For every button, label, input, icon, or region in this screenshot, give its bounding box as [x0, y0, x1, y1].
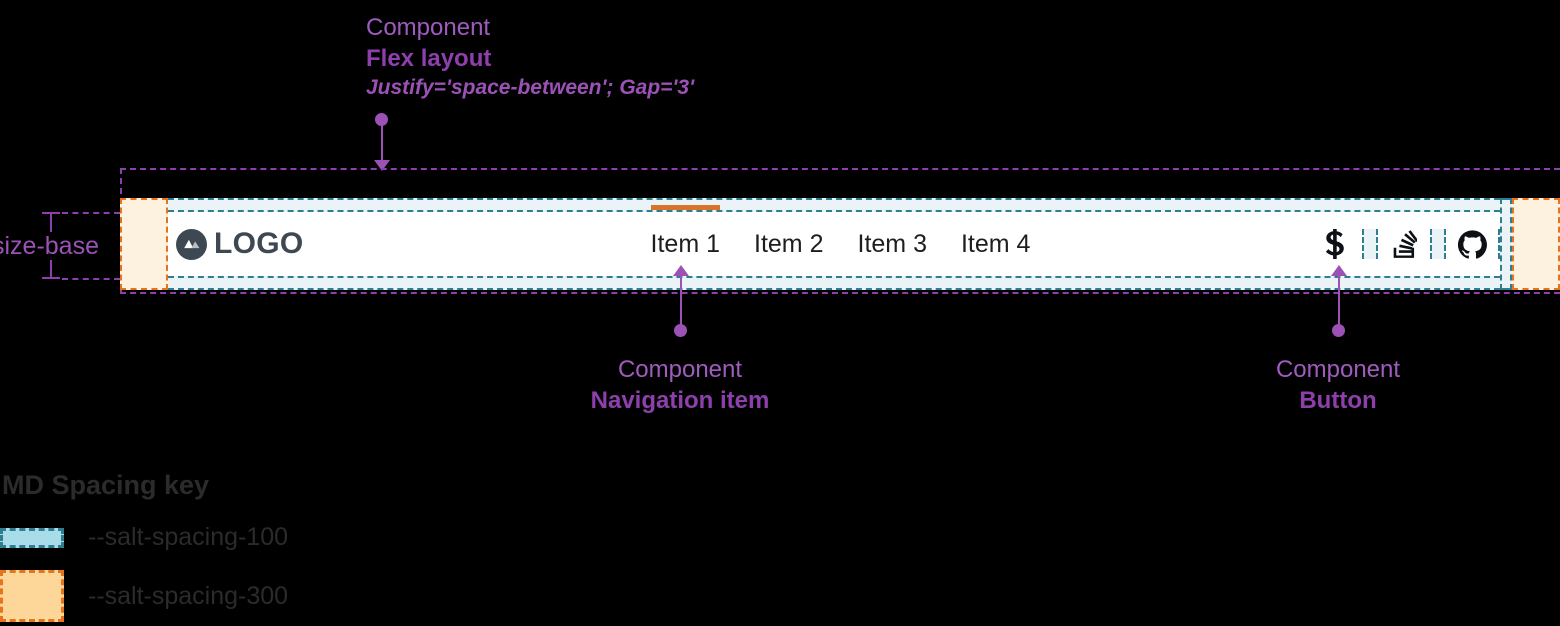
leader-dot-navigation-item: [674, 324, 687, 337]
annotation-navigation-item-name: Navigation item: [590, 387, 770, 415]
size-base-bottom-tick: [50, 260, 52, 279]
leader-line-navigation-item: [680, 276, 682, 327]
size-base-top-cap: [42, 212, 60, 214]
annotation-navigation-item: Component Navigation item: [511, 354, 849, 416]
logo-text: LOGO: [214, 227, 304, 260]
size-base-bottom-cap: [42, 277, 60, 279]
leader-arrow-navigation-item: [673, 265, 689, 276]
spacing-100-action-gap-2: [1432, 229, 1444, 259]
spacing-300-left-pad: [120, 198, 168, 290]
spacing-100-right-edge-gap: [1500, 198, 1512, 290]
leader-line-button: [1338, 276, 1340, 327]
annotation-button-name: Button: [1299, 387, 1377, 415]
leader-dot-button: [1332, 324, 1345, 337]
annotation-button-kind: Component: [1275, 356, 1401, 383]
mountain-logo-icon: [176, 228, 207, 260]
navbar-actions: [1308, 229, 1500, 259]
github-button[interactable]: [1444, 229, 1500, 259]
spacing-key-legend: MD Spacing key --salt-spacing-100 --salt…: [0, 470, 288, 622]
navbar: LOGO Item 1 Item 2 Item 3 Item 4: [120, 198, 1560, 290]
nav-item-4[interactable]: Item 4: [960, 229, 1031, 258]
legend-title: MD Spacing key: [2, 470, 210, 500]
navbar-row: LOGO Item 1 Item 2 Item 3 Item 4: [168, 204, 1500, 276]
annotation-flex-layout-kind: Component: [366, 14, 491, 41]
spacing-300-right-pad: [1512, 198, 1560, 290]
spacing-100-bottom-band: [168, 276, 1500, 288]
annotation-navigation-item-kind: Component: [617, 356, 743, 383]
leader-line-flex-layout: [381, 119, 383, 163]
nav-item-2[interactable]: Item 2: [754, 229, 824, 258]
size-base-label: size-base: [0, 232, 99, 260]
stack-overflow-icon: [1393, 230, 1417, 258]
github-icon: [1457, 229, 1487, 259]
navigation-items: Item 1 Item 2 Item 3 Item 4: [634, 204, 1048, 259]
salt-logo-button[interactable]: [1308, 229, 1364, 259]
legend-label-spacing-300: --salt-spacing-300: [88, 581, 289, 610]
size-base-top-tick: [50, 212, 52, 232]
nav-item-1[interactable]: Item 1: [634, 204, 737, 259]
annotation-flex-layout-props: Justify='space-between'; Gap='3': [366, 76, 695, 100]
leader-arrow-button: [1331, 265, 1347, 276]
legend-swatch-spacing-300: [0, 570, 64, 622]
spacing-100-action-gap-1: [1364, 229, 1376, 259]
stack-overflow-button[interactable]: [1376, 229, 1432, 259]
salt-s-icon: [1325, 229, 1344, 259]
legend-item-spacing-300: --salt-spacing-300: [0, 570, 288, 622]
legend-label-spacing-100: --salt-spacing-100: [88, 523, 289, 551]
navbar-content-frame: LOGO Item 1 Item 2 Item 3 Item 4: [168, 198, 1500, 290]
size-base-top-line: [62, 212, 120, 214]
logo[interactable]: LOGO: [168, 227, 304, 261]
legend-item-spacing-100: --salt-spacing-100: [0, 523, 288, 552]
spacing-100-top-band: [168, 200, 1500, 212]
annotation-button: Component Button: [1169, 354, 1507, 416]
annotation-flex-layout: Component Flex layout Justify='space-bet…: [366, 12, 694, 102]
leader-arrow-flex-layout: [374, 160, 390, 171]
size-base-bottom-line: [62, 278, 120, 280]
annotation-flex-layout-name: Flex layout: [366, 45, 492, 73]
nav-item-3[interactable]: Item 3: [857, 229, 927, 258]
legend-swatch-spacing-100: [0, 527, 64, 548]
